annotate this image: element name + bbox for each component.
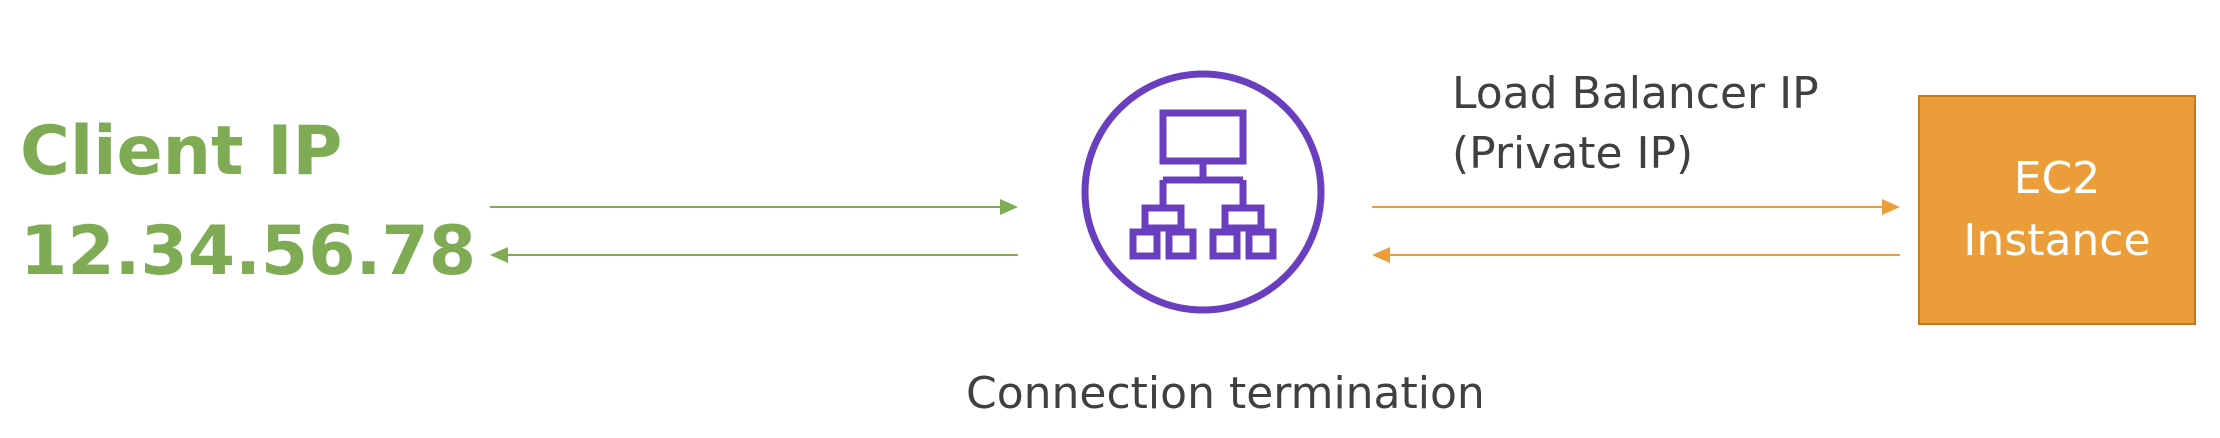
arrow-client-to-lb (490, 199, 1018, 215)
arrow-lb-to-ec2 (1372, 199, 1900, 215)
connection-termination-caption: Connection termination (966, 368, 1485, 419)
client-ip-value: 12.34.56.78 (20, 212, 477, 291)
load-balancer-icon (1081, 70, 1325, 314)
arrow-ec2-to-lb (1372, 247, 1900, 263)
arrow-lb-to-client (490, 247, 1018, 263)
ec2-label-line2: Instance (1963, 215, 2151, 266)
client-arrows (490, 199, 1018, 263)
lb-ip-sublabel: (Private IP) (1452, 128, 1694, 179)
client-ip-label: Client IP (20, 112, 343, 191)
lb-ip-label: Load Balancer IP (1452, 68, 1819, 119)
ec2-instance-box: EC2 Instance (1918, 95, 2196, 325)
ec2-label-line1: EC2 (2013, 153, 2101, 205)
ec2-arrows (1372, 199, 1900, 263)
